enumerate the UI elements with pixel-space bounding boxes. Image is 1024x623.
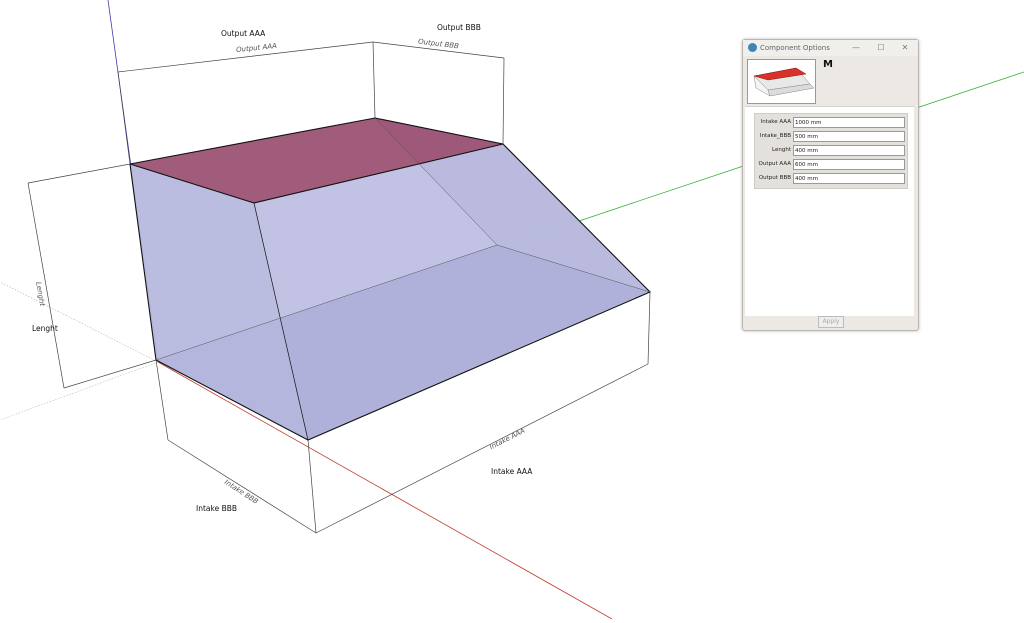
dialog-title-bar[interactable]: Component Options — ☐ ✕ — [743, 40, 918, 56]
apply-button[interactable]: Apply — [818, 316, 844, 328]
model-edges — [129, 117, 651, 441]
options-panel: Intake AAA Intake_BBB Lenght Output AAA … — [745, 106, 914, 316]
label-output-bbb: Output BBB — [437, 23, 481, 32]
lenght-input[interactable] — [793, 145, 905, 156]
field-row-intake-bbb: Intake_BBB — [755, 131, 907, 143]
component-name: M — [823, 59, 833, 70]
intake-aaa-input[interactable] — [793, 117, 905, 128]
front-slope-face[interactable] — [254, 144, 650, 440]
red-axis — [157, 361, 613, 620]
label-intake-bbb: Intake BBB — [196, 504, 238, 513]
field-row-output-bbb: Output BBB — [755, 173, 907, 185]
field-row-intake-aaa: Intake AAA — [755, 117, 907, 129]
field-label: Intake AAA — [760, 119, 791, 125]
dimension-lines — [27, 41, 651, 534]
output-bbb-input[interactable] — [793, 173, 905, 184]
attributes-form: Intake AAA Intake_BBB Lenght Output AAA … — [754, 113, 908, 189]
dialog-title: Component Options — [760, 44, 830, 52]
field-label: Output BBB — [758, 175, 791, 181]
component-options-app-icon — [748, 43, 757, 52]
label-intake-aaa: Intake AAA — [491, 467, 533, 476]
maximize-button[interactable]: ☐ — [877, 43, 885, 52]
field-label: Intake_BBB — [759, 133, 791, 139]
label-output-aaa: Output AAA — [221, 29, 266, 38]
red-axis-negative — [0, 281, 159, 363]
minimize-button[interactable]: — — [852, 43, 860, 52]
output-aaa-input[interactable] — [793, 159, 905, 170]
field-label: Lenght — [772, 147, 791, 153]
component-thumbnail — [747, 59, 816, 104]
top-face[interactable] — [130, 118, 503, 203]
intake-bbb-input[interactable] — [793, 131, 905, 142]
label-lenght: Lenght — [32, 324, 58, 333]
field-row-lenght: Lenght — [755, 145, 907, 157]
left-face[interactable] — [130, 164, 308, 440]
close-button[interactable]: ✕ — [901, 43, 909, 52]
green-axis-negative — [0, 361, 159, 421]
field-label: Output AAA — [758, 161, 791, 167]
component-options-dialog: Component Options — ☐ ✕ M Intake AAA Int… — [742, 39, 919, 331]
field-row-output-aaa: Output AAA — [755, 159, 907, 171]
